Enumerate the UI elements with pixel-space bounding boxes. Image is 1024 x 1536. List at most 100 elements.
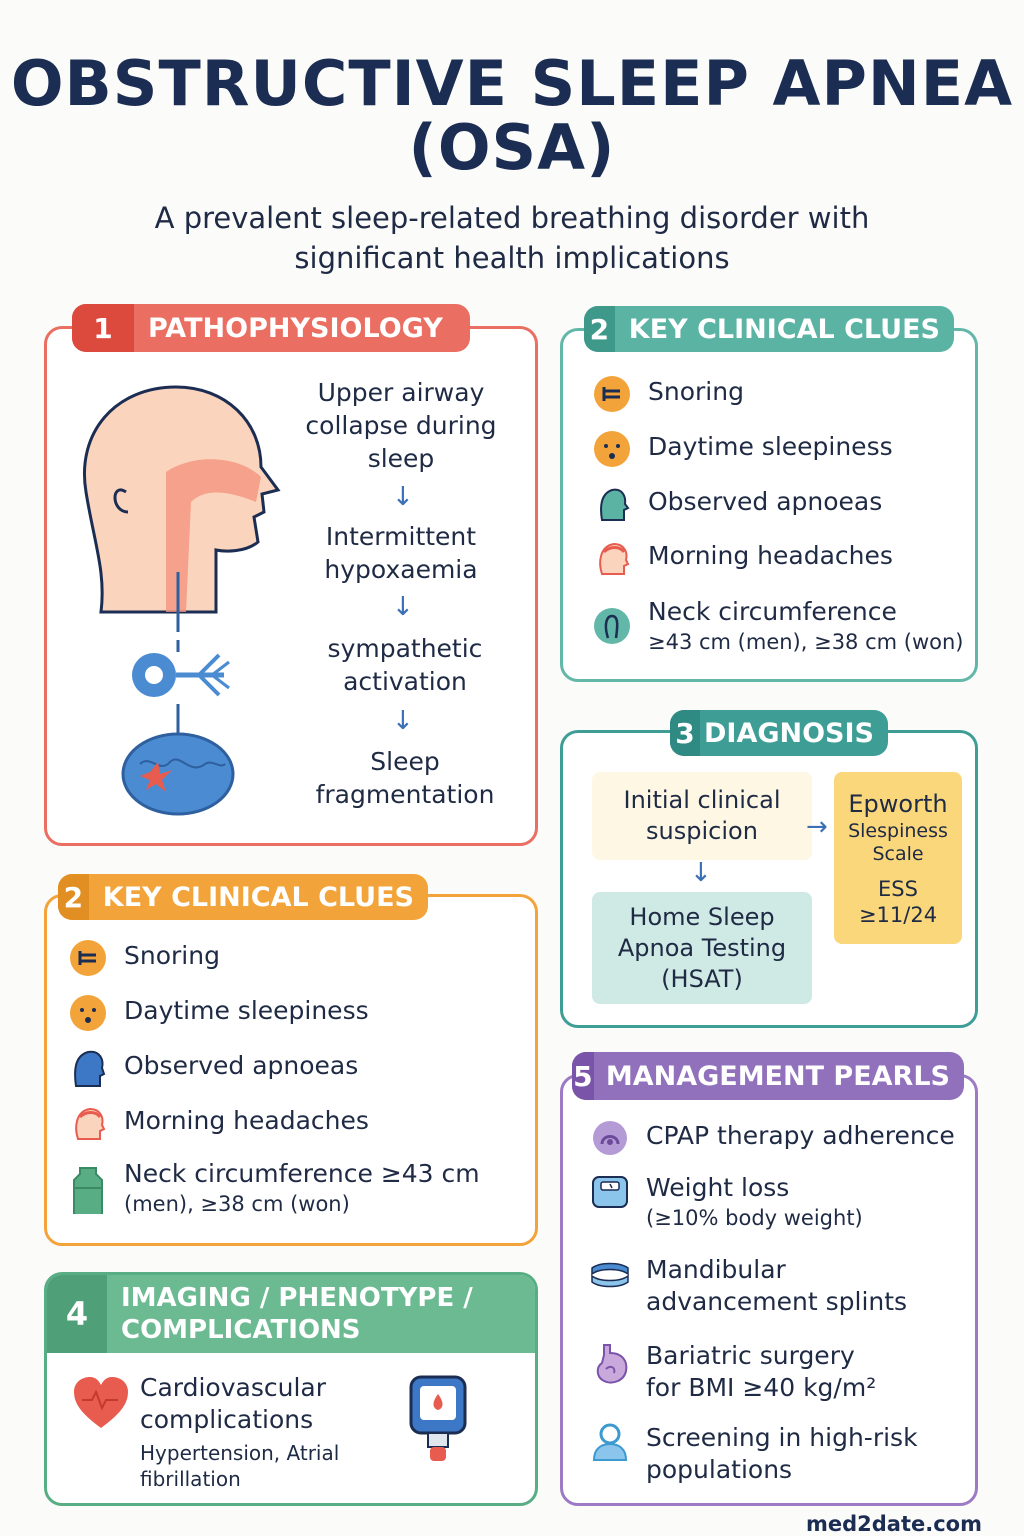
step-text: sympathetic: [327, 634, 483, 663]
management-text-wrap: Weight loss (≥10% body weight): [646, 1172, 863, 1232]
management-text: Mandibular: [646, 1255, 786, 1284]
lungs-illustration: [132, 640, 230, 697]
clue-subtext: (men), ≥38 cm (won): [124, 1192, 350, 1216]
section-number: 4: [47, 1275, 107, 1353]
cpap-icon: [593, 1121, 627, 1155]
imaging-item: Cardiovascular complications Hypertensio…: [140, 1372, 390, 1492]
scale-icon: [592, 1176, 628, 1208]
clue-text: Neck circumference: [648, 597, 897, 626]
arrow-down-icon: ↓: [690, 858, 712, 888]
device-icon: [409, 1375, 467, 1461]
section-number: 2: [58, 874, 89, 920]
management-text: advancement splints: [646, 1287, 908, 1316]
neck-icon: [594, 608, 630, 644]
management-subtext: (≥10% body weight): [646, 1206, 863, 1230]
clue-text-wrap: Neck circumference ≥43 cm (men), ≥38 cm …: [124, 1158, 480, 1218]
initial-suspicion-box: Initial clinical suspicion: [592, 772, 812, 860]
clue-subtext: ≥43 cm (men), ≥38 cm (won): [648, 630, 964, 654]
management-text: Bariatric surgery: [646, 1341, 855, 1370]
sleepy-face-icon: [70, 995, 106, 1031]
section-number: 2: [584, 306, 615, 352]
imaging-item-sub: fibrillation: [140, 1467, 241, 1491]
clue-item-apnoeas: Observed apnoeas: [68, 1048, 358, 1088]
management-text-wrap: Bariatric surgery for BMI ≥40 kg/m²: [646, 1340, 876, 1404]
management-text: Screening in high-risk: [646, 1423, 918, 1452]
head-profile-icon: [600, 488, 630, 521]
imaging-card: 4 IMAGING / PHENOTYPE / COMPLICATIONS: [44, 1272, 538, 1506]
diagnosis-header: 3 DIAGNOSIS: [670, 710, 888, 756]
clue-item-headaches: Morning headaches: [592, 538, 893, 578]
clue-item-headaches: Morning headaches: [68, 1103, 369, 1143]
step-text: sleep: [367, 444, 435, 473]
clue-text: Snoring: [124, 941, 220, 970]
box-text: Epworth: [848, 789, 948, 818]
clue-text: Morning headaches: [124, 1106, 369, 1135]
box-text: Scale: [872, 842, 924, 865]
step-text: fragmentation: [315, 780, 495, 809]
snoring-icon: [594, 376, 630, 412]
box-text: Apnoa Testing: [617, 933, 787, 962]
page-subtitle: A prevalent sleep-related breathing diso…: [0, 198, 1024, 278]
clue-text: Daytime sleepiness: [648, 432, 893, 461]
step-text: collapse during: [305, 411, 497, 440]
clue-item-snoring: Snoring: [592, 374, 744, 414]
management-text-wrap: Mandibular advancement splints: [646, 1254, 907, 1318]
flow-step-3: sympathetic activation: [290, 632, 520, 698]
ear-shape: [113, 488, 129, 514]
management-card: [560, 1074, 978, 1506]
section-number: 3: [670, 710, 700, 756]
stomach-icon: [596, 1344, 628, 1384]
flow-step-2: Intermittent hypoxaemia: [290, 520, 512, 586]
box-text: Initial clinical: [623, 786, 781, 814]
management-text-wrap: Screening in high-risk populations: [646, 1422, 918, 1486]
clue-text: Daytime sleepiness: [124, 996, 369, 1025]
management-item-weight: Weight loss (≥10% body weight): [590, 1172, 863, 1232]
headache-icon: [599, 542, 630, 575]
subtitle-line-1: A prevalent sleep-related breathing diso…: [154, 201, 870, 235]
title-line-2: (OSA): [408, 111, 616, 184]
title-line-1: OBSTRUCTIVE SLEEP APNEA: [10, 47, 1014, 120]
box-text: suspicion: [646, 817, 758, 845]
clue-text: Observed apnoeas: [648, 487, 883, 516]
splint-icon: [591, 1262, 629, 1288]
clinical-clues-header-bottom: 2 KEY CLINICAL CLUES: [58, 874, 428, 920]
clinical-clues-header-top: 2 KEY CLINICAL CLUES: [584, 306, 954, 352]
flow-step-1: Upper airway collapse during sleep: [290, 376, 512, 475]
imaging-item-title: complications: [140, 1405, 314, 1434]
clue-item-snoring: Snoring: [68, 938, 220, 978]
arrow-down-icon: ↓: [392, 592, 414, 622]
management-item-screening: Screening in high-risk populations: [590, 1422, 918, 1486]
head-airway-illustration: [83, 385, 281, 632]
hsat-box: Home Sleep Apnoa Testing (HSAT): [592, 892, 812, 1004]
footer-site: med2date.com: [806, 1512, 982, 1536]
box-text: Slespiness: [848, 819, 948, 842]
section-label: IMAGING / PHENOTYPE / COMPLICATIONS: [107, 1282, 487, 1346]
clue-text-wrap: Neck circumference ≥43 cm (men), ≥38 cm …: [648, 596, 963, 656]
step-text: Intermittent: [325, 522, 477, 551]
management-text: Weight loss: [646, 1173, 790, 1202]
section-label: MANAGEMENT PEARLS: [605, 1060, 950, 1092]
head-profile-icon: [74, 1050, 106, 1087]
pathophysiology-header: 1 PATHOPHYSIOLOGY: [72, 304, 470, 352]
snoring-icon: [70, 940, 106, 976]
section-number: 1: [72, 304, 134, 352]
section-label: DIAGNOSIS: [703, 717, 874, 749]
management-item-splints: Mandibular advancement splints: [590, 1254, 907, 1318]
box-text: ESS: [878, 876, 918, 901]
management-item-cpap: CPAP therapy adherence: [590, 1118, 955, 1158]
section-number: 5: [572, 1052, 594, 1100]
management-header: 5 MANAGEMENT PEARLS: [572, 1052, 964, 1100]
clue-item-sleepiness: Daytime sleepiness: [592, 429, 893, 469]
arrow-down-icon: ↓: [392, 706, 414, 736]
arrow-right-icon: →: [806, 812, 828, 842]
subtitle-line-2: significant health implications: [294, 241, 730, 275]
box-text: (HSAT): [661, 964, 743, 993]
neck-icon: [73, 1167, 103, 1214]
box-text: ≥11/24: [858, 902, 938, 927]
person-icon: [592, 1423, 628, 1461]
clue-text: Morning headaches: [648, 541, 893, 570]
clue-text: Neck circumference ≥43 cm: [124, 1159, 480, 1188]
arrow-down-icon: ↓: [392, 482, 414, 512]
section-label-line: COMPLICATIONS: [121, 1315, 361, 1345]
brain-illustration: [121, 704, 235, 816]
